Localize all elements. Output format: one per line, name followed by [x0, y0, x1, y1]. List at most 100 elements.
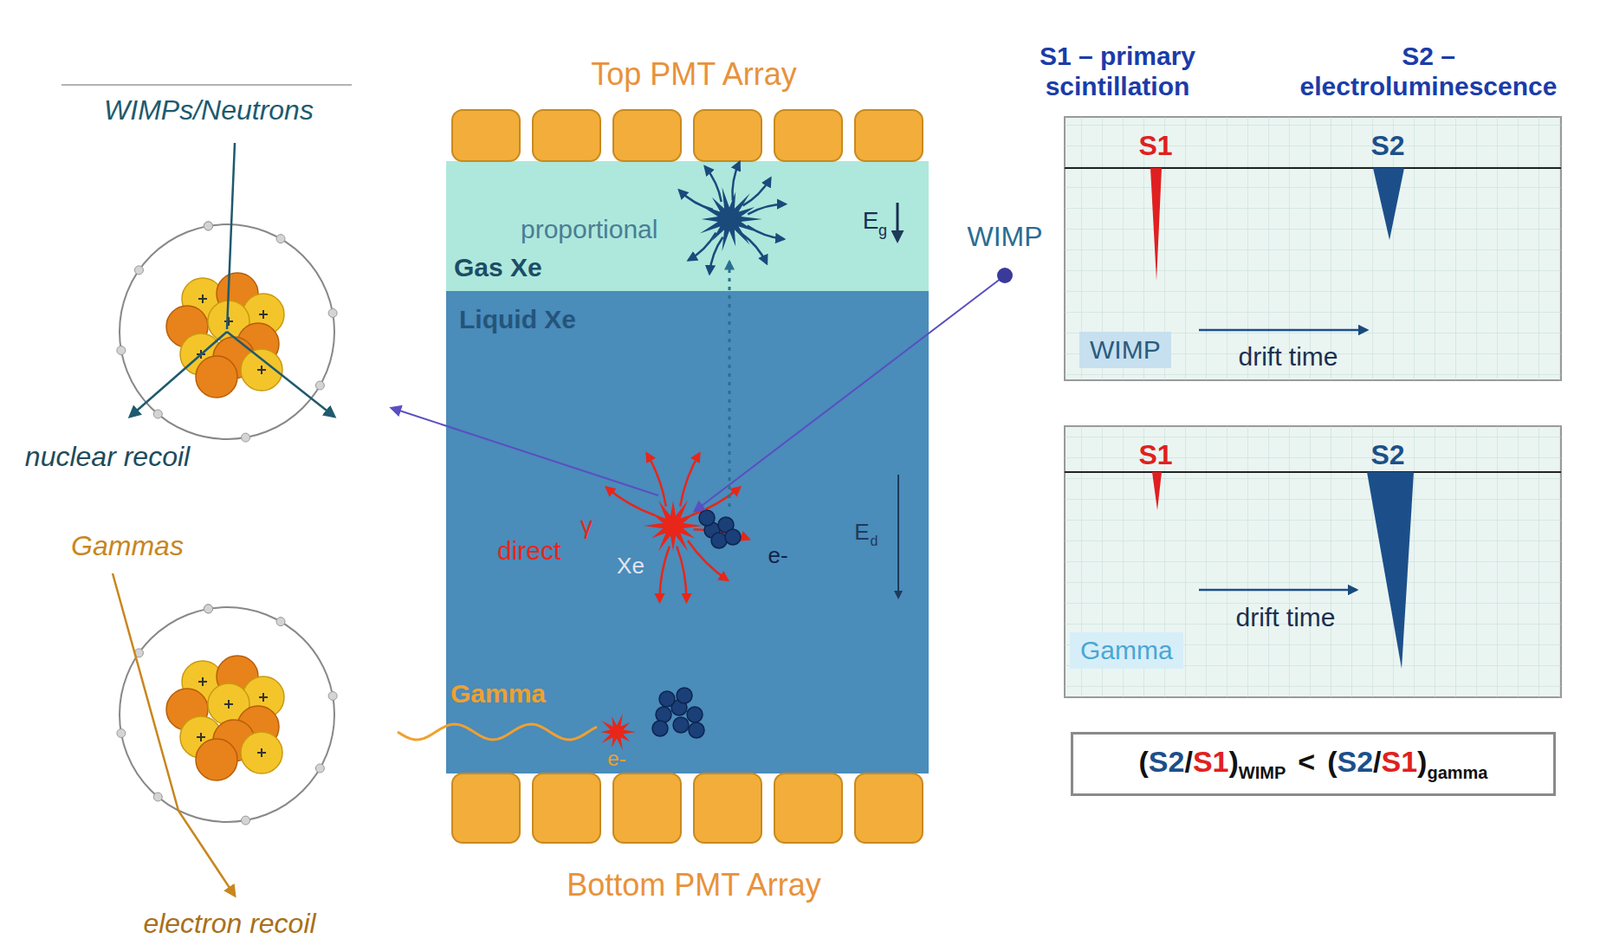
process-label: proportional — [520, 214, 658, 246]
interaction-star — [699, 187, 763, 252]
axis-label: drift time — [1237, 342, 1338, 373]
signal-heading: S2 – electroluminescence — [1281, 41, 1576, 102]
axis-label: drift time — [1235, 602, 1335, 634]
recoil-pointer — [391, 408, 659, 496]
recoil-arrow — [226, 331, 335, 417]
drift-arrow — [1198, 329, 1367, 332]
light-ray — [647, 453, 667, 506]
tag-text: Gamma — [1080, 635, 1173, 665]
pmt-label: Top PMT Array — [590, 56, 797, 92]
nucleon — [240, 731, 283, 774]
panel-grid — [1064, 116, 1562, 381]
plus-mark — [198, 294, 208, 304]
interaction-star — [600, 713, 636, 751]
pmt — [613, 110, 681, 162]
recoil-label: electron recoil — [142, 907, 316, 940]
light-ray — [747, 204, 785, 215]
gamma-track — [112, 573, 235, 896]
pmt — [855, 773, 923, 843]
event-tag: Gamma — [1069, 632, 1184, 669]
electron-dot — [699, 510, 715, 526]
electron-dot — [676, 687, 693, 704]
plus-mark — [198, 677, 208, 687]
region-label: Gas Xe — [453, 252, 543, 284]
formula-part: / — [1373, 744, 1381, 778]
formula-part: / — [1184, 744, 1192, 778]
tag-text: WIMP — [1089, 335, 1161, 364]
electron-dot — [673, 717, 689, 733]
particle-symbol: Xe — [616, 553, 645, 580]
electron-dot — [686, 706, 703, 723]
formula-part: S2 — [1148, 744, 1186, 778]
formula-part: S1 — [1381, 744, 1419, 778]
waveform-panel: S1S2drift timeGamma — [1064, 426, 1562, 698]
electron-drift — [728, 261, 732, 507]
electron — [203, 221, 213, 231]
process-label: direct — [497, 536, 561, 567]
electron — [134, 265, 143, 275]
electron-dot — [711, 532, 727, 549]
panel-grid — [1064, 426, 1562, 698]
light-ray — [743, 178, 771, 207]
particle-symbol: e- — [607, 746, 626, 771]
plus-mark — [259, 310, 268, 319]
field-subscript: d — [870, 533, 879, 550]
electron — [276, 234, 286, 244]
plus-mark — [257, 365, 266, 375]
pmt — [613, 773, 681, 843]
light-ray — [676, 546, 687, 603]
s2-pulse — [1373, 168, 1405, 240]
interaction-star — [643, 500, 703, 552]
signal-name: S1 — [1138, 129, 1173, 162]
signal-heading: S1 – primary scintillation — [1013, 41, 1222, 102]
formula-part: WIMP — [1238, 763, 1286, 783]
gas-xe — [446, 161, 929, 292]
light-ray — [709, 237, 723, 274]
electron — [153, 409, 162, 419]
plus-mark — [224, 317, 234, 326]
plus-mark — [224, 699, 234, 709]
plus-mark — [257, 748, 266, 758]
formula-part: ) — [1417, 744, 1427, 778]
particle-symbol: γ — [580, 511, 593, 540]
s1-pulse — [1152, 472, 1162, 511]
electron — [203, 604, 213, 614]
region-label: Liquid Xe — [459, 304, 577, 336]
light-ray — [660, 546, 670, 603]
formula-part: < — [1297, 744, 1315, 778]
pmt — [774, 110, 843, 162]
electron — [315, 764, 324, 773]
electron-dot — [659, 691, 675, 707]
electron — [328, 691, 337, 700]
particle-label: WIMP — [966, 220, 1043, 253]
field-symbol: E — [862, 207, 880, 235]
wimp-track — [694, 275, 1005, 512]
field-subscript: g — [878, 221, 888, 240]
formula-part: gamma — [1426, 763, 1488, 783]
pmt — [452, 110, 520, 162]
pmt — [532, 110, 601, 162]
electron — [241, 816, 251, 825]
electron — [116, 346, 126, 356]
signal-name: S2 — [1370, 439, 1405, 472]
formula-part: ) — [1229, 744, 1239, 778]
particle-label: WIMPs/Neutrons — [103, 94, 314, 127]
pmt — [855, 110, 923, 162]
particle-symbol: e- — [767, 543, 788, 570]
light-ray — [731, 161, 739, 201]
pmt — [532, 773, 601, 843]
pmt-label: Bottom PMT Array — [566, 867, 821, 903]
plus-mark — [196, 732, 206, 742]
baseline — [1064, 471, 1562, 473]
formula-part: S1 — [1192, 744, 1230, 778]
particle-label: Gamma — [450, 679, 546, 710]
pmt — [693, 773, 762, 843]
light-ray — [688, 233, 717, 261]
pmt — [693, 110, 762, 162]
nucleon — [195, 356, 238, 398]
field-symbol: E — [854, 519, 869, 546]
light-ray — [705, 166, 722, 202]
ratio-formula: (S2/S1)WIMP<(S2/S1)gamma — [1070, 731, 1556, 797]
formula-part: S2 — [1336, 744, 1374, 778]
